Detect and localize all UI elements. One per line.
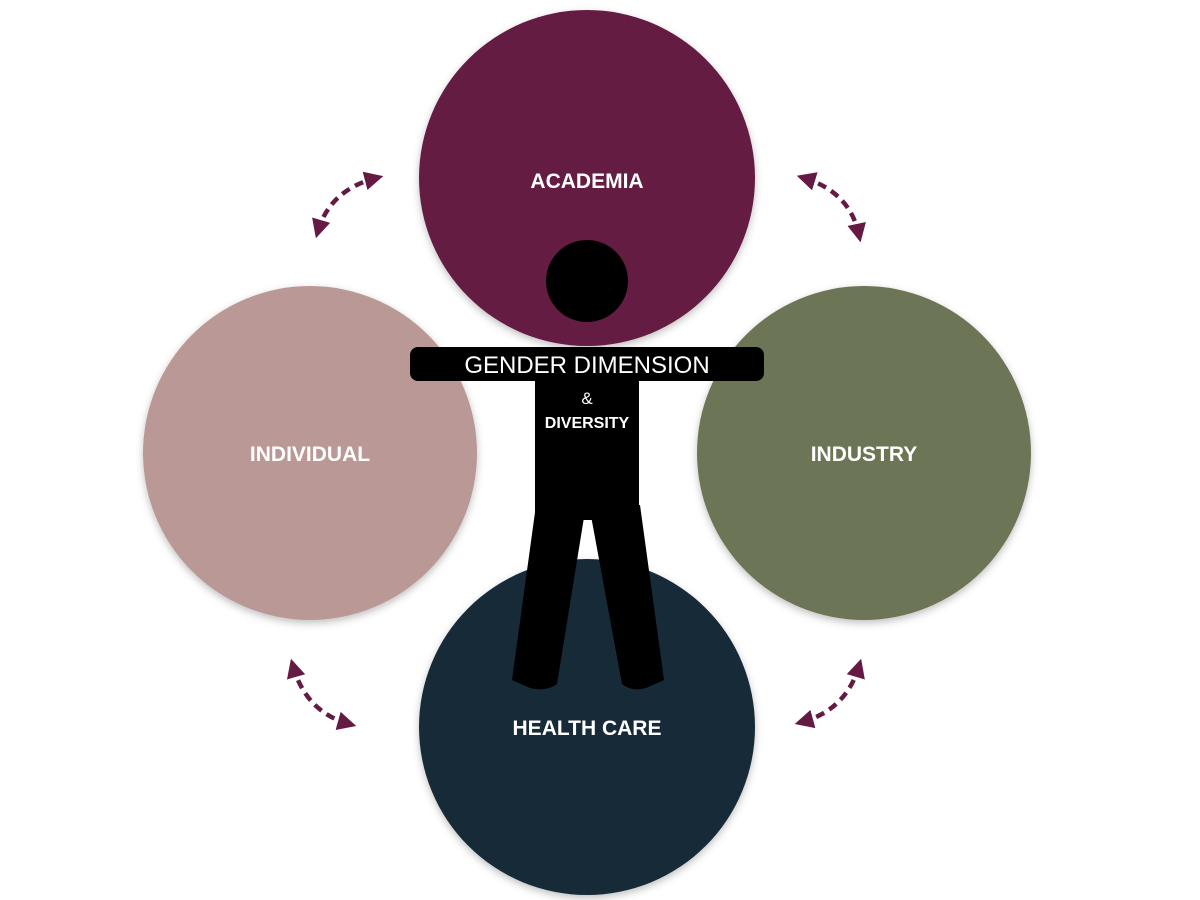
figure-left-leg xyxy=(512,505,586,690)
human-figure-icon xyxy=(410,240,764,690)
academia-label: ACADEMIA xyxy=(530,170,643,193)
figure-right-leg xyxy=(589,505,664,690)
arrow-industry-health-care xyxy=(794,658,865,729)
gender-dimension-label: GENDER DIMENSION xyxy=(464,352,709,379)
industry-circle xyxy=(697,286,1031,620)
diversity-label: DIVERSITY xyxy=(545,415,630,432)
arrow-individual-health-care xyxy=(286,658,357,731)
health-care-label: HEALTH CARE xyxy=(513,717,662,740)
individual-label: INDIVIDUAL xyxy=(250,443,370,466)
health-care-circle xyxy=(419,559,755,895)
industry-label: INDUSTRY xyxy=(811,443,918,466)
individual-circle xyxy=(143,286,477,620)
figure-head xyxy=(546,240,628,322)
ampersand-label: & xyxy=(581,389,593,408)
figure-arms-bar xyxy=(410,347,764,381)
arrow-academia-industry xyxy=(796,172,866,243)
arrow-individual-academia xyxy=(312,171,384,239)
figure-torso xyxy=(535,370,639,520)
academia-circle xyxy=(419,10,755,346)
